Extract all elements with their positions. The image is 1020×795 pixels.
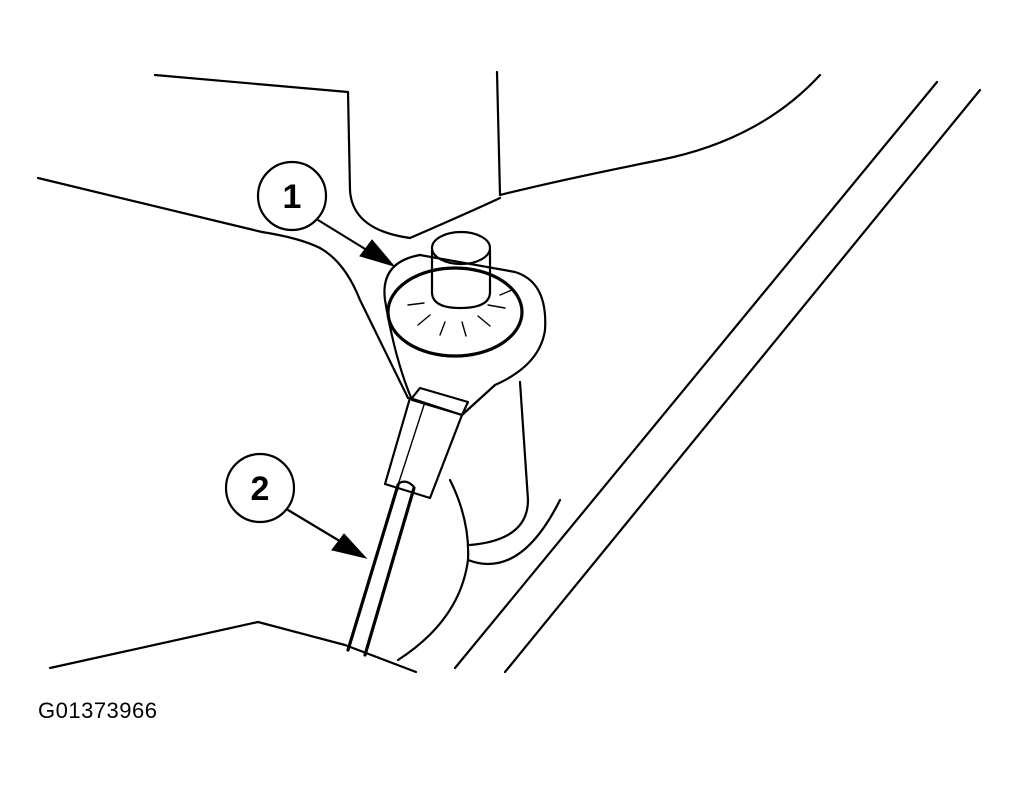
bottom-surface (48, 620, 418, 674)
callout-2-arrowhead (331, 533, 368, 559)
diagonal-rails (453, 80, 982, 674)
callout-2: 2 (224, 452, 368, 559)
figure-id: G01373966 (38, 698, 158, 723)
callout-1-arrowhead (359, 239, 396, 267)
ring-terminal (383, 253, 547, 417)
ground-wire (346, 480, 416, 657)
ground-stud (430, 230, 492, 310)
callout-2-label: 2 (251, 470, 270, 508)
callout-1-label: 1 (283, 178, 302, 216)
callout-1: 1 (256, 160, 396, 267)
crimp-barrel (383, 386, 470, 500)
lower-housing (318, 246, 562, 662)
housing-outline (36, 70, 822, 250)
